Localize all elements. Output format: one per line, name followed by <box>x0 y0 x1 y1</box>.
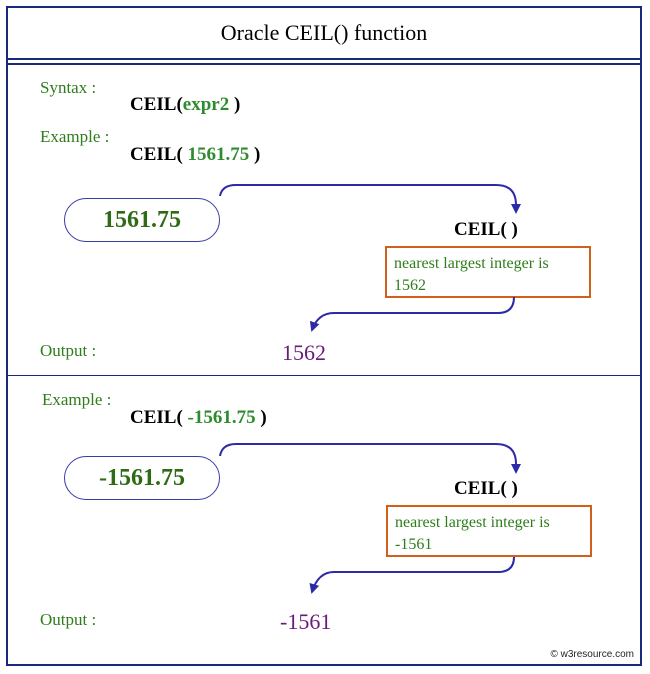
example2-fn: CEIL( <box>130 407 188 428</box>
title-rule-top <box>8 58 640 60</box>
example1-output-label: Output : <box>40 341 97 360</box>
example1-code: CEIL( 1561.75 ) <box>130 144 260 166</box>
example2-note-box: nearest largest integer is -1561 <box>386 505 592 557</box>
example2-function: CEIL( ) <box>454 478 518 499</box>
title-rule-bottom <box>8 63 640 65</box>
syntax-code: CEIL(expr2 ) <box>130 94 240 116</box>
example1-output-value: 1562 <box>282 340 326 365</box>
credit-text: © w3resource.com <box>550 649 634 660</box>
example1-input-pill: 1561.75 <box>64 198 220 242</box>
example1-fn: CEIL( <box>130 144 188 165</box>
syntax-close: ) <box>229 94 241 115</box>
syntax-arg: expr2 <box>182 94 230 115</box>
example2-code: CEIL( -1561.75 ) <box>130 407 267 429</box>
diagram-frame: Oracle CEIL() function <box>6 6 642 666</box>
example2-output-value: -1561 <box>280 609 332 634</box>
example2-output-arrow <box>309 556 515 594</box>
example1-close: ) <box>249 144 261 165</box>
example2-label: Example : <box>42 390 112 409</box>
example2-input-pill: -1561.75 <box>64 456 220 500</box>
syntax-label: Syntax : <box>40 78 97 97</box>
example1-note-box: nearest largest integer is 1562 <box>385 246 591 298</box>
example1-arg: 1561.75 <box>187 144 250 165</box>
example2-close: ) <box>255 407 267 428</box>
section-divider <box>8 375 640 376</box>
syntax-fn: CEIL( <box>130 94 183 115</box>
example1-label: Example : <box>40 127 110 146</box>
example1-function: CEIL( ) <box>454 219 518 240</box>
example1-input-arrow <box>219 184 521 214</box>
example2-arg: -1561.75 <box>187 407 256 428</box>
diagram-title: Oracle CEIL() function <box>220 20 428 45</box>
example1-output-arrow <box>309 296 515 332</box>
example2-input-arrow <box>219 443 521 474</box>
example2-output-label: Output : <box>40 610 97 629</box>
